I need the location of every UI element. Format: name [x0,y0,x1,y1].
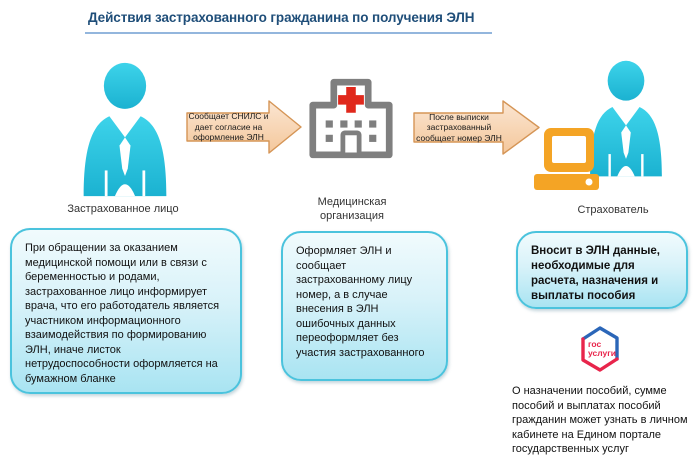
arrow-snils: Сообщает СНИЛС и дает согласие на оформл… [186,100,302,154]
arrow-snils-label: Сообщает СНИЛС и дает согласие на оформл… [188,111,269,143]
employer-computer-figure [534,128,602,190]
gosuslugi-logo-text: гос услуги [588,340,616,358]
computer-icon [534,128,599,190]
medical-org-label: Медицинская организация [317,196,387,222]
gosuslugi-logo-line1: гос [588,339,602,349]
hospital-icon [309,78,393,159]
employer-label: Страхователь [577,204,649,216]
title-underline [85,32,492,34]
gosuslugi-logo: гос услуги [578,325,622,373]
gosuslugi-hexagon-icon [581,326,619,372]
block-arrow-right-icon [186,100,302,154]
gosuslugi-logo-line2: услуги [588,348,617,358]
insured-person-figure [79,62,171,198]
arrow-eln-number-label: После выписки застрахованный сообщает но… [416,111,502,143]
gosuslugi-footnote: О назначении пособий, сумме пособий и вы… [512,385,688,456]
employer-info-box: Вносит в ЭЛН данные, необходимые для рас… [516,231,688,309]
insured-person-label: Застрахованное лицо [67,203,179,215]
medical-info-box: Оформляет ЭЛН и сообщает застрахованному… [281,231,448,381]
insured-info-box: При обращении за оказанием медицинской п… [10,228,242,394]
arrow-eln-number: После выписки застрахованный сообщает но… [413,100,540,155]
person-tie-icon [590,60,662,177]
block-arrow-right-icon [413,100,540,155]
page-title: Действия застрахованного гражданина по п… [88,10,475,25]
employer-person-figure [586,60,666,178]
person-tie-icon [83,62,167,197]
medical-org-figure [308,78,394,160]
